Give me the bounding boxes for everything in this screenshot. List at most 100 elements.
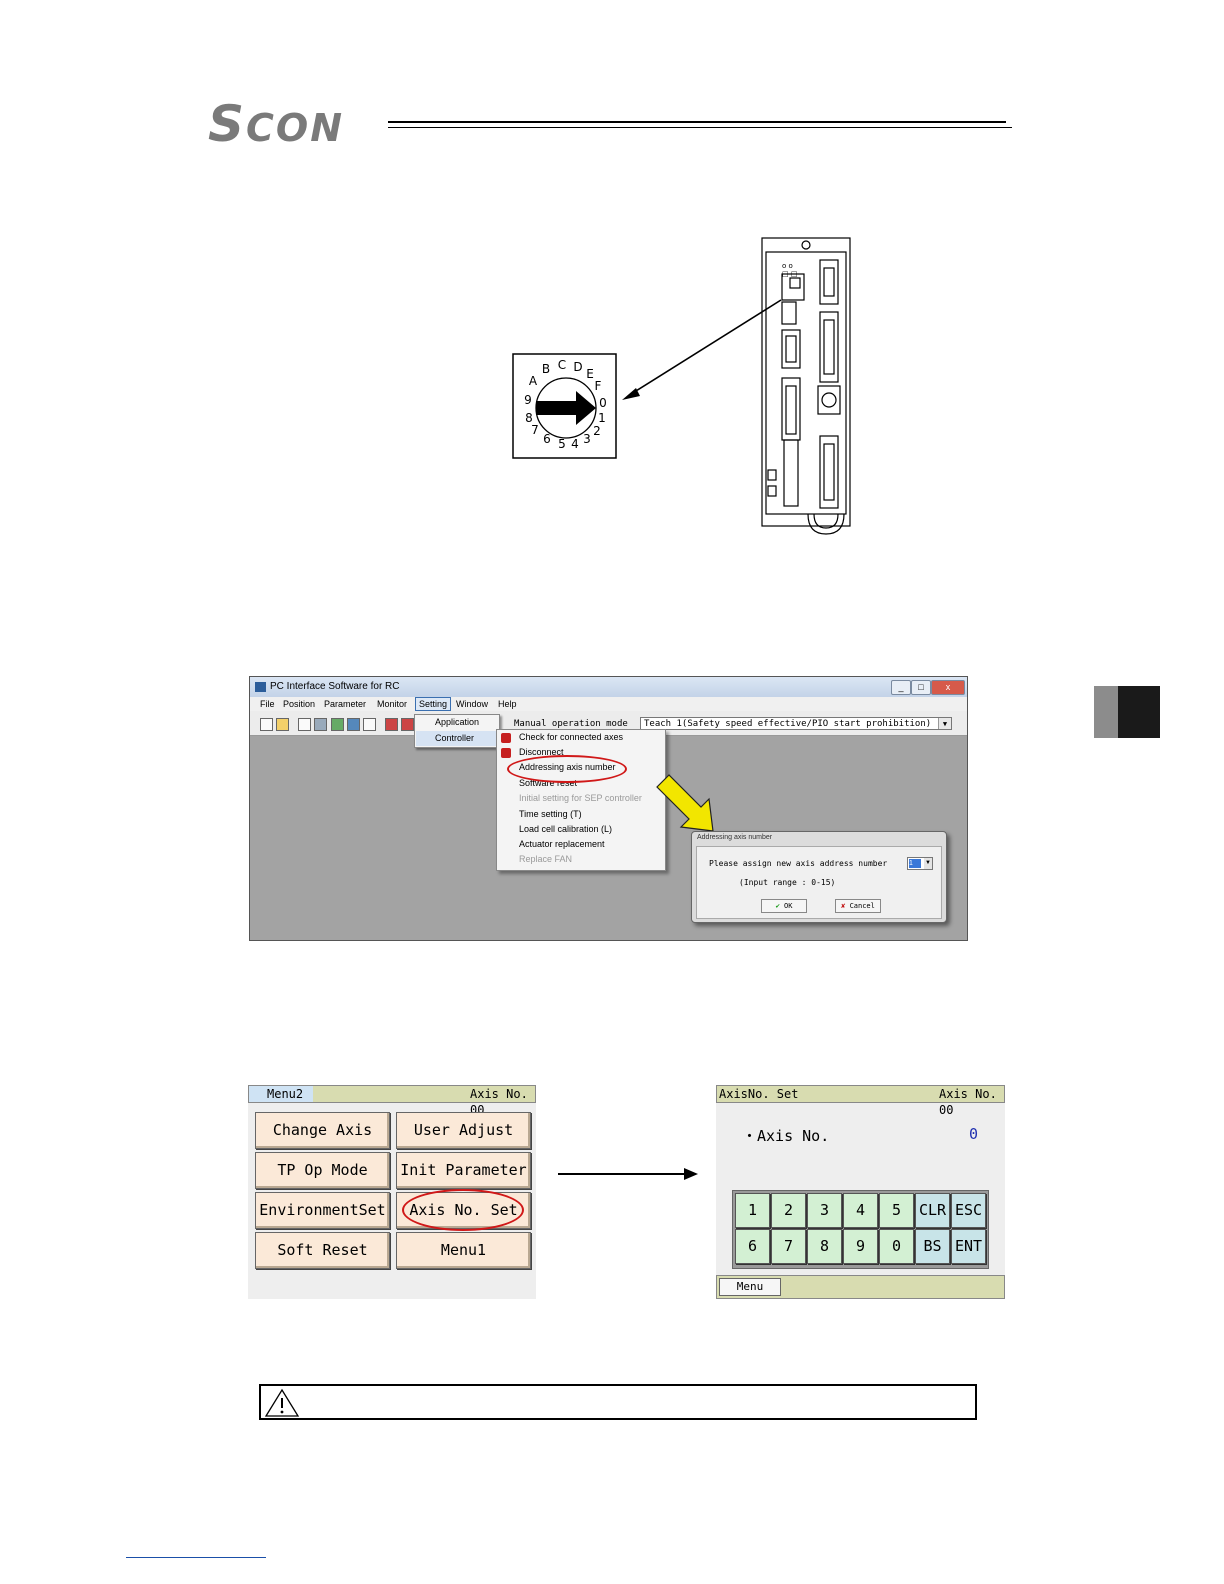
dial-char: 9	[524, 393, 532, 407]
menuitem-disconnect[interactable]: Disconnect	[519, 747, 564, 757]
dialog-range: (Input range : 0-15)	[739, 878, 836, 887]
tp-op-mode-button[interactable]: TP Op Mode	[255, 1152, 390, 1189]
menu-help[interactable]: Help	[498, 699, 517, 709]
menu-window[interactable]: Window	[456, 699, 489, 709]
key-0[interactable]: 0	[879, 1229, 914, 1264]
dial-char: E	[586, 367, 594, 381]
menuitem-check-axes[interactable]: Check for connected axes	[519, 732, 624, 742]
key-1[interactable]: 1	[735, 1193, 770, 1228]
check-icon: ✔	[775, 902, 780, 910]
graph-icon[interactable]	[347, 718, 360, 731]
key-6[interactable]: 6	[735, 1229, 770, 1264]
axis-no-label: ・Axis No.	[742, 1127, 830, 1145]
app-icon	[255, 682, 266, 692]
menuitem-replace-fan: Replace FAN	[519, 854, 573, 864]
soft-reset-button[interactable]: Soft Reset	[255, 1232, 390, 1269]
tp-axis-label: Axis No. 00	[939, 1087, 997, 1117]
menu-setting[interactable]: Setting	[415, 697, 452, 711]
key-esc[interactable]: ESC	[951, 1193, 986, 1228]
dial-char: F	[595, 379, 602, 393]
check-axes-icon	[501, 733, 511, 743]
svg-text:o o: o o	[782, 262, 793, 270]
header-rule	[388, 121, 1006, 123]
chapter-tab-grey	[1094, 686, 1118, 738]
tp-footer: Menu	[716, 1275, 1005, 1299]
dial-char: 3	[583, 432, 591, 446]
dial-char: 7	[531, 423, 539, 437]
mode-select[interactable]: Teach 1(Safety speed effective/PIO start…	[640, 717, 952, 730]
footer-menu-button[interactable]: Menu	[719, 1278, 781, 1296]
menuitem-time-setting[interactable]: Time setting (T)	[519, 809, 582, 819]
caution-box	[259, 1384, 977, 1420]
chevron-down-icon: ▼	[938, 718, 951, 729]
chevron-down-icon: ▼	[924, 858, 932, 869]
close-button[interactable]: x	[931, 680, 965, 695]
monitor-icon[interactable]	[331, 718, 344, 731]
axis-no-value: 0	[969, 1125, 979, 1143]
dial-char: A	[529, 374, 538, 388]
setting-submenu: Application Controller	[414, 714, 500, 748]
submenu-controller[interactable]: Controller	[435, 733, 475, 743]
highlight-ellipse	[402, 1189, 524, 1231]
tp-axis-set-screen: AxisNo. Set Axis No. 00 ・Axis No. 0 1 2 …	[716, 1085, 1005, 1299]
dial-char: 5	[558, 437, 566, 451]
edit-icon[interactable]	[298, 718, 311, 731]
minimize-button[interactable]: _	[891, 680, 911, 695]
user-adjust-button[interactable]: User Adjust	[396, 1112, 531, 1149]
ok-button[interactable]: ✔ OK	[761, 899, 807, 913]
position-icon[interactable]	[314, 718, 327, 731]
menu-file[interactable]: File	[260, 699, 275, 709]
tp-menu2-title: Menu2	[267, 1087, 304, 1101]
menuitem-load-cell[interactable]: Load cell calibration (L)	[519, 824, 613, 834]
open-folder-icon[interactable]	[276, 718, 289, 731]
key-2[interactable]: 2	[771, 1193, 806, 1228]
menu-parameter[interactable]: Parameter	[324, 699, 367, 709]
connect-icon[interactable]	[385, 718, 398, 731]
key-3[interactable]: 3	[807, 1193, 842, 1228]
tp-menu2-screen: Menu2 Axis No. 00 Change Axis User Adjus…	[248, 1085, 536, 1299]
key-ent[interactable]: ENT	[951, 1229, 986, 1264]
highlight-ellipse	[507, 755, 627, 783]
yellow-arrow-icon	[656, 774, 714, 832]
init-parameter-button[interactable]: Init Parameter	[396, 1152, 531, 1189]
key-clr[interactable]: CLR	[915, 1193, 950, 1228]
cancel-button[interactable]: ✘ Cancel	[835, 899, 881, 913]
tp-axis-set-title: AxisNo. Set	[719, 1087, 799, 1101]
key-4[interactable]: 4	[843, 1193, 878, 1228]
dial-char: 1	[598, 411, 606, 425]
change-axis-button[interactable]: Change Axis	[255, 1112, 390, 1149]
menu-position[interactable]: Position	[283, 699, 316, 709]
new-file-icon[interactable]	[260, 718, 273, 731]
table-icon[interactable]	[363, 718, 376, 731]
dial-char: 4	[571, 437, 579, 451]
dial-char: 8	[525, 411, 533, 425]
dialog-title: Addressing axis number	[697, 834, 773, 841]
key-7[interactable]: 7	[771, 1229, 806, 1264]
header-rule-thin	[388, 127, 1012, 128]
environment-set-button[interactable]: EnvironmentSet	[255, 1192, 390, 1229]
submenu-application[interactable]: Application	[435, 717, 480, 727]
pc-software-window: PC Interface Software for RC _ □ x File …	[249, 676, 968, 941]
menuitem-actuator-replacement[interactable]: Actuator replacement	[519, 839, 605, 849]
key-9[interactable]: 9	[843, 1229, 878, 1264]
tp-axis-set-header: AxisNo. Set Axis No. 00	[716, 1085, 1005, 1117]
cross-icon: ✘	[841, 902, 846, 910]
menuitem-software-reset[interactable]: Software reset	[519, 778, 578, 788]
menu-monitor[interactable]: Monitor	[377, 699, 408, 709]
menu1-button[interactable]: Menu1	[396, 1232, 531, 1269]
disconnect-icon	[501, 748, 511, 758]
key-bs[interactable]: BS	[915, 1229, 950, 1264]
dial-char: 0	[599, 396, 607, 410]
axis-number-select[interactable]: 1 ▼	[907, 857, 933, 870]
key-5[interactable]: 5	[879, 1193, 914, 1228]
disconnect-icon[interactable]	[401, 718, 414, 731]
scon-logo: SCON	[208, 95, 345, 153]
footer-link-rule	[126, 1557, 266, 1558]
warning-icon	[264, 1388, 300, 1417]
key-8[interactable]: 8	[807, 1229, 842, 1264]
submenu-highlight	[416, 731, 498, 746]
menu-bar: File Position Parameter Monitor Setting …	[250, 697, 967, 711]
dialog-body: Please assign new axis address number 1 …	[696, 846, 942, 919]
maximize-button[interactable]: □	[911, 680, 931, 695]
dial-char: D	[573, 360, 582, 374]
